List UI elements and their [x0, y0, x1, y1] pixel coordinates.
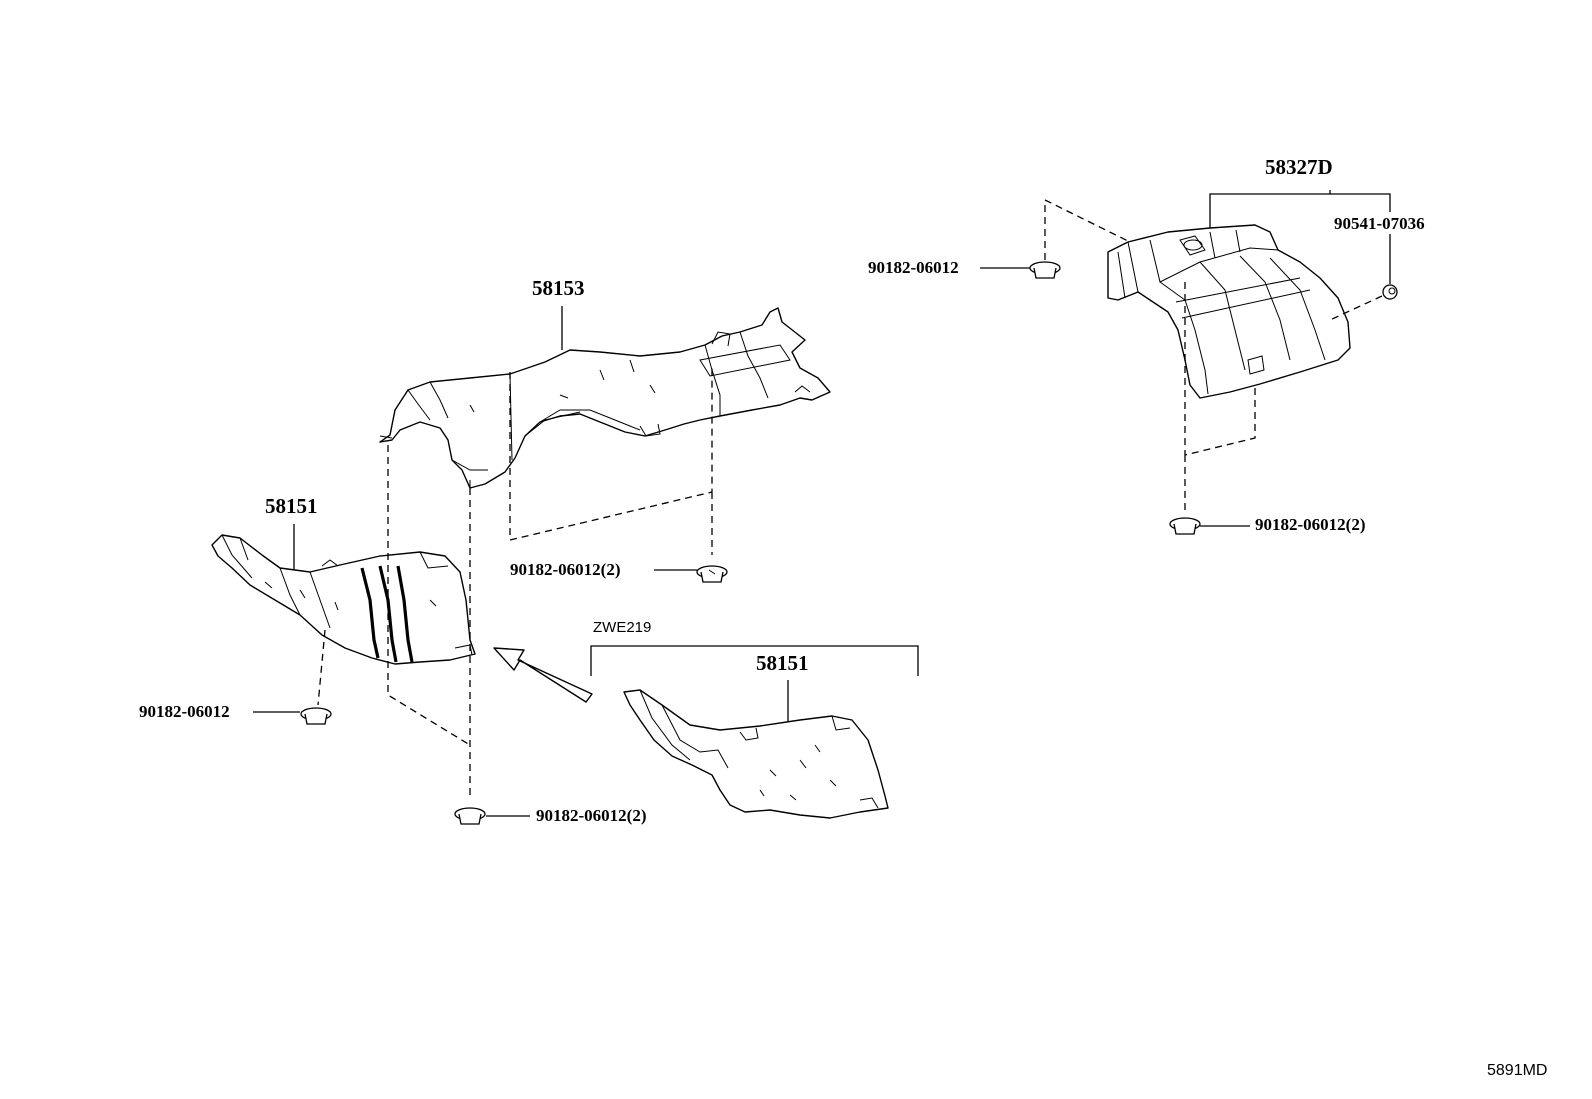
label-center-clip: 90182-06012(2) [510, 560, 620, 579]
label-front-left-clip: 90182-06012 [139, 702, 230, 721]
center-heat-insulator [379, 307, 831, 492]
figure-code: 5891MD [1487, 1062, 1547, 1079]
label-90541-07036: 90541-07036 [1334, 214, 1425, 233]
label-58153: 58153 [532, 276, 585, 300]
label-rear-left-clip: 90182-06012 [868, 258, 959, 277]
variant-bracket [590, 645, 919, 676]
nut-icon [1382, 284, 1398, 300]
label-front-bottom-clip: 90182-06012(2) [536, 806, 646, 825]
clip-icon [1029, 261, 1061, 279]
label-rear-bottom-clip: 90182-06012(2) [1255, 515, 1365, 534]
label-58327D: 58327D [1265, 155, 1333, 179]
label-58151-variant: 58151 [756, 651, 809, 675]
variant-note: ZWE219 [593, 619, 651, 636]
clip-icon [300, 707, 332, 725]
front-heat-insulator [211, 534, 476, 665]
clip-icon [696, 565, 728, 583]
leader-58327D [1209, 190, 1391, 228]
clip-icon [454, 807, 486, 825]
arrow-icon [493, 647, 593, 703]
front-heat-insulator-variant [623, 689, 889, 819]
clip-icon [1169, 517, 1201, 535]
label-58151: 58151 [265, 494, 318, 518]
rear-heat-insulator [1107, 224, 1351, 399]
